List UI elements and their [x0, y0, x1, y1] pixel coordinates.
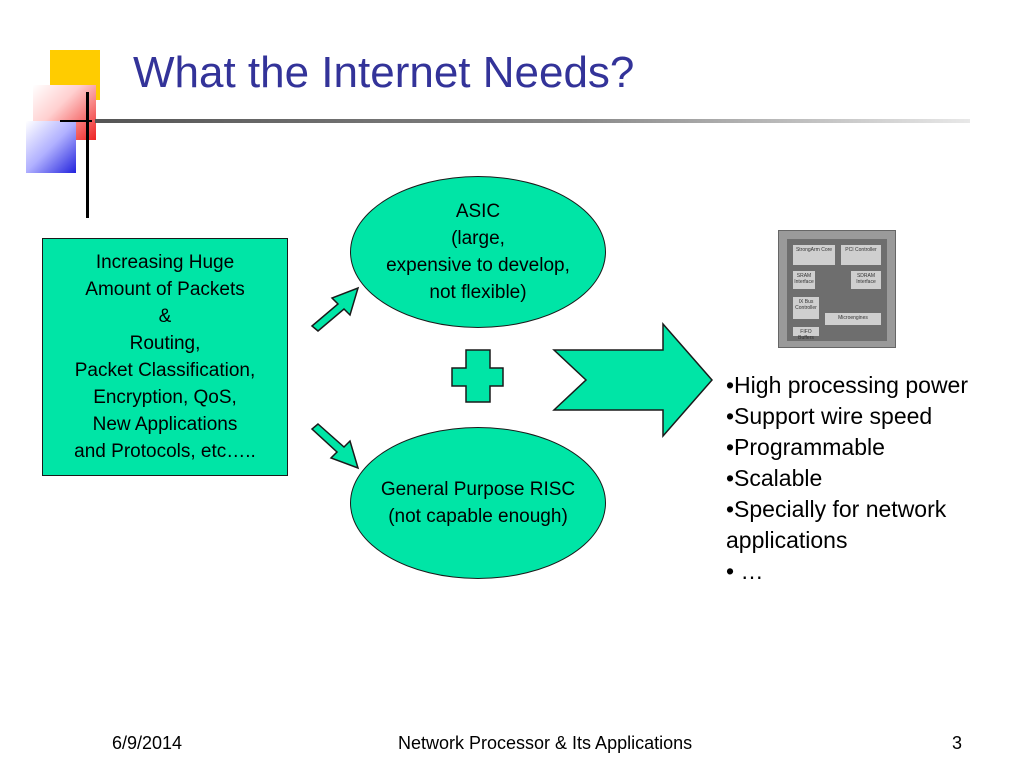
bullet-item: •Programmable [726, 434, 885, 460]
bullet-item: •Support wire speed [726, 403, 933, 429]
requirements-box: Increasing Huge Amount of Packets & Rout… [42, 238, 288, 476]
chip-block-ixbus: IX Bus Controller [793, 297, 819, 319]
chip-block-sdram: SDRAM Interface [851, 271, 881, 289]
slide-title: What the Internet Needs? [133, 48, 635, 97]
requirements-bullet-list: •High processing power •Support wire spe… [726, 370, 996, 587]
plus-icon [451, 349, 504, 403]
footer-title: Network Processor & Its Applications [398, 733, 693, 753]
decor-vertical-line [86, 92, 89, 218]
risc-ellipse: General Purpose RISC (not capable enough… [350, 427, 606, 579]
asic-ellipse: ASIC (large, expensive to develop, not f… [350, 176, 606, 328]
arrow-up-right-icon [310, 286, 360, 332]
bullet-item: •Specially for network applications [726, 496, 947, 553]
title-underline [95, 119, 970, 123]
arrow-down-right-icon [310, 423, 360, 470]
footer-page-number: 3 [952, 733, 963, 753]
chip-block-sram: SRAM Interface [793, 271, 815, 289]
big-right-arrow-icon [552, 322, 713, 438]
bullet-item: •High processing power [726, 372, 969, 398]
chip-die: StrongArm Core PCI Controller SRAM Inter… [787, 239, 887, 341]
requirements-text: Increasing Huge Amount of Packets & Rout… [74, 252, 256, 462]
chip-block-pci: PCI Controller [841, 245, 881, 265]
decor-blue-square [26, 121, 76, 173]
decor-horizontal-tick [60, 120, 92, 122]
bullet-item: •Scalable [726, 465, 823, 491]
footer-date: 6/9/2014 [112, 733, 183, 753]
risc-text: General Purpose RISC (not capable enough… [380, 479, 576, 527]
bullet-item: • … [726, 558, 764, 584]
asic-text: ASIC (large, expensive to develop, not f… [386, 201, 570, 303]
network-processor-chip-image: StrongArm Core PCI Controller SRAM Inter… [778, 230, 896, 348]
chip-block-microengines: Microengines [825, 313, 881, 325]
chip-block-strongarm: StrongArm Core [793, 245, 835, 265]
chip-block-fifo: FIFO Buffers [793, 327, 819, 341]
